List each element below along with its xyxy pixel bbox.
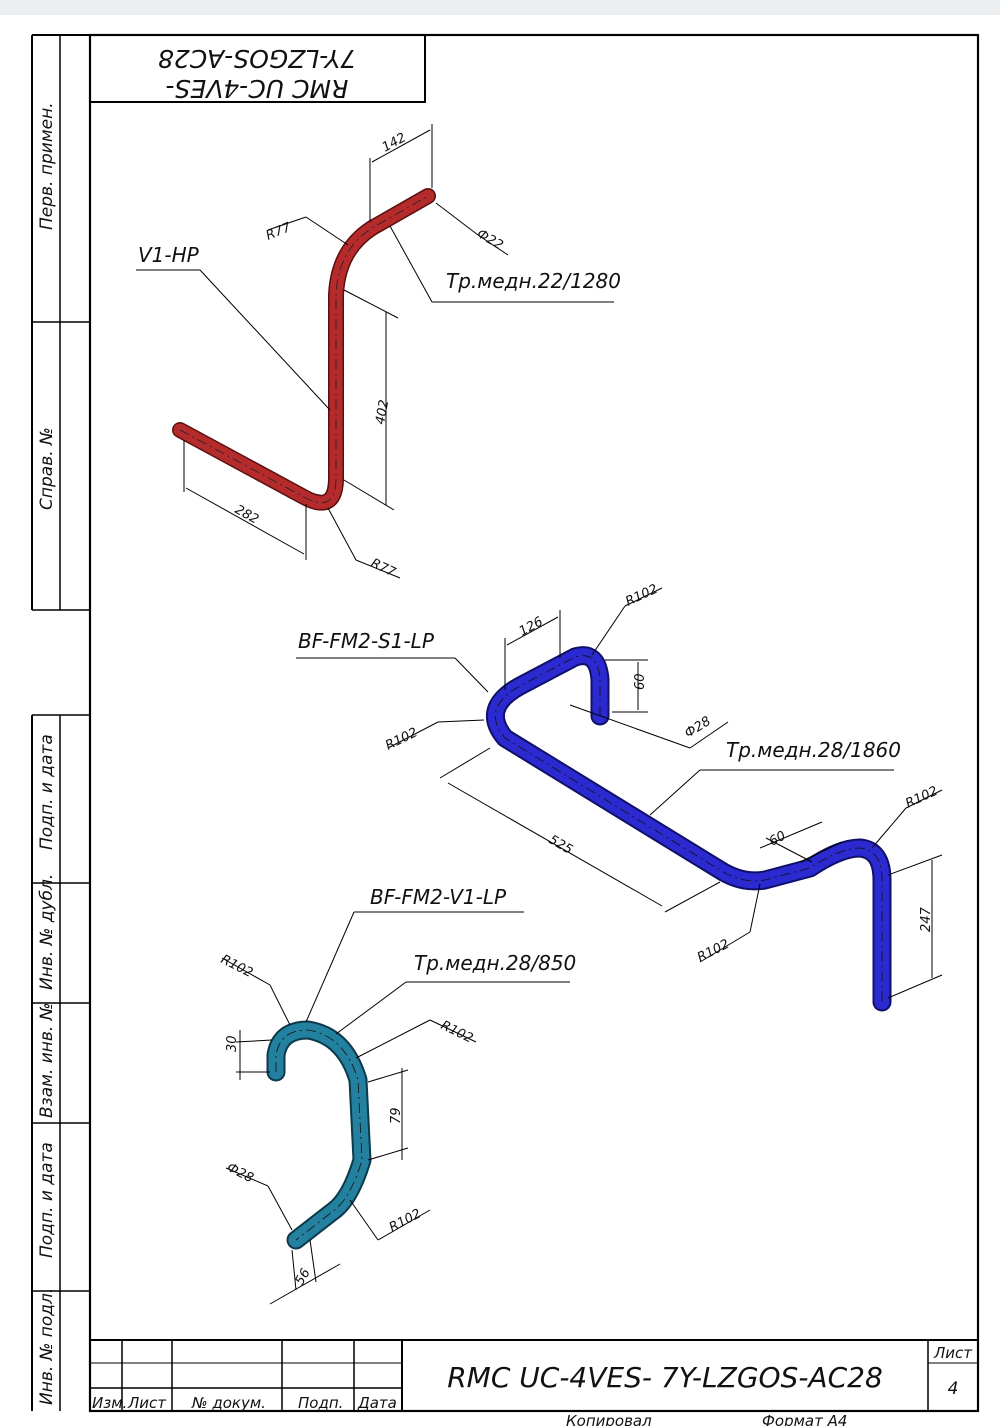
tb-designation: RMC UC-4VES- 7Y-LZGOS-AC28 (447, 1361, 883, 1394)
dim-red-142: 142 (380, 130, 409, 155)
dim-red-402: 402 (373, 399, 392, 426)
tb-header-dokum: № докум. (191, 1394, 266, 1412)
dim-teal-30: 30 (225, 1035, 240, 1052)
left-margin-columns (31, 34, 90, 1411)
tb-sheet-number: 4 (948, 1379, 959, 1399)
dim-blue-r-left: R102 (383, 725, 420, 753)
label-blue-pipe: Тр.медн.28/1860 (726, 738, 901, 762)
dim-teal-79: 79 (389, 1107, 404, 1124)
dim-blue-r-top: R102 (623, 582, 660, 610)
drawing-canvas: Перв. примен. Справ. № Подп. и дата Инв.… (31, 33, 980, 1426)
part-blue: 126 R102 60 Ф28 BF-FM2-S1-LP R102 Тр.мед… (296, 582, 943, 1012)
label-red-pipe: Тр.медн.22/1280 (446, 269, 621, 293)
dim-blue-247: 247 (919, 906, 934, 932)
label-perv-primen: Перв. примен. (37, 102, 57, 230)
label-podp-data-1: Подп. и дата (37, 734, 57, 850)
dim-red-282: 282 (232, 502, 261, 527)
mirrored-stamp-box (89, 34, 426, 103)
label-inv-podl: Инв. № подл. (37, 1288, 57, 1405)
pipe-red (173, 189, 435, 510)
dim-blue-r-right: R102 (903, 784, 940, 812)
dim-blue-60a: 60 (633, 673, 648, 690)
label-teal-name: BF-FM2-V1-LP (370, 885, 507, 909)
label-teal-pipe: Тр.медн.28/850 (414, 951, 576, 975)
dim-red-r-bottom: R77 (368, 556, 398, 581)
tb-header-list: Лист (127, 1394, 167, 1412)
label-inv-dubl: Инв. № дубл. (37, 874, 57, 990)
dim-teal-dia: Ф28 (224, 1160, 256, 1186)
dim-blue-dia: Ф28 (682, 714, 713, 741)
dim-red-dia: Ф22 (474, 226, 506, 253)
label-blue-name: BF-FM2-S1-LP (298, 629, 435, 653)
tb-header-data: Дата (357, 1394, 397, 1412)
tb-format: Формат А4 (762, 1412, 847, 1426)
tb-header-izm: Изм. (92, 1394, 127, 1412)
label-vzam-inv: Взам. инв. № (37, 1003, 57, 1118)
part-red: 142 R77 Ф22 Тр.медн.22/1280 V1-HP 402 28… (136, 124, 621, 581)
mirrored-stamp-line1: RMC UC-4VES- (166, 74, 349, 103)
dim-blue-60b: 60 (767, 829, 789, 850)
label-red-name: V1-HP (138, 243, 200, 267)
dim-blue-126: 126 (517, 614, 546, 639)
tb-header-podp: Подп. (298, 1394, 343, 1412)
dim-teal-r-bottom: R102 (387, 1206, 424, 1235)
label-podp-data-2: Подп. и дата (37, 1142, 57, 1258)
dim-red-r-top: R77 (264, 220, 294, 244)
dim-teal-56: 56 (292, 1266, 313, 1288)
title-block: Изм. Лист № докум. Подп. Дата RMC UC-4VE… (90, 1339, 978, 1426)
part-teal: BF-FM2-V1-LP Тр.медн.28/850 R102 30 R102… (218, 885, 576, 1305)
mirrored-stamp-line2: 7Y-LZGOS-AC28 (158, 44, 356, 73)
dim-teal-r-top: R102 (218, 952, 255, 981)
label-sprav-no: Справ. № (37, 427, 57, 510)
mirrored-stamp: RMC UC-4VES- 7Y-LZGOS-AC28 (158, 44, 356, 103)
drawing-sheet: Перв. примен. Справ. № Подп. и дата Инв.… (0, 15, 1000, 1426)
tb-sheet-label: Лист (933, 1344, 973, 1362)
tb-copied: Копировал (566, 1412, 652, 1426)
dim-teal-r-right: R102 (438, 1018, 475, 1046)
dim-blue-r-low: R102 (695, 937, 732, 966)
drawing-frame (88, 33, 980, 1413)
